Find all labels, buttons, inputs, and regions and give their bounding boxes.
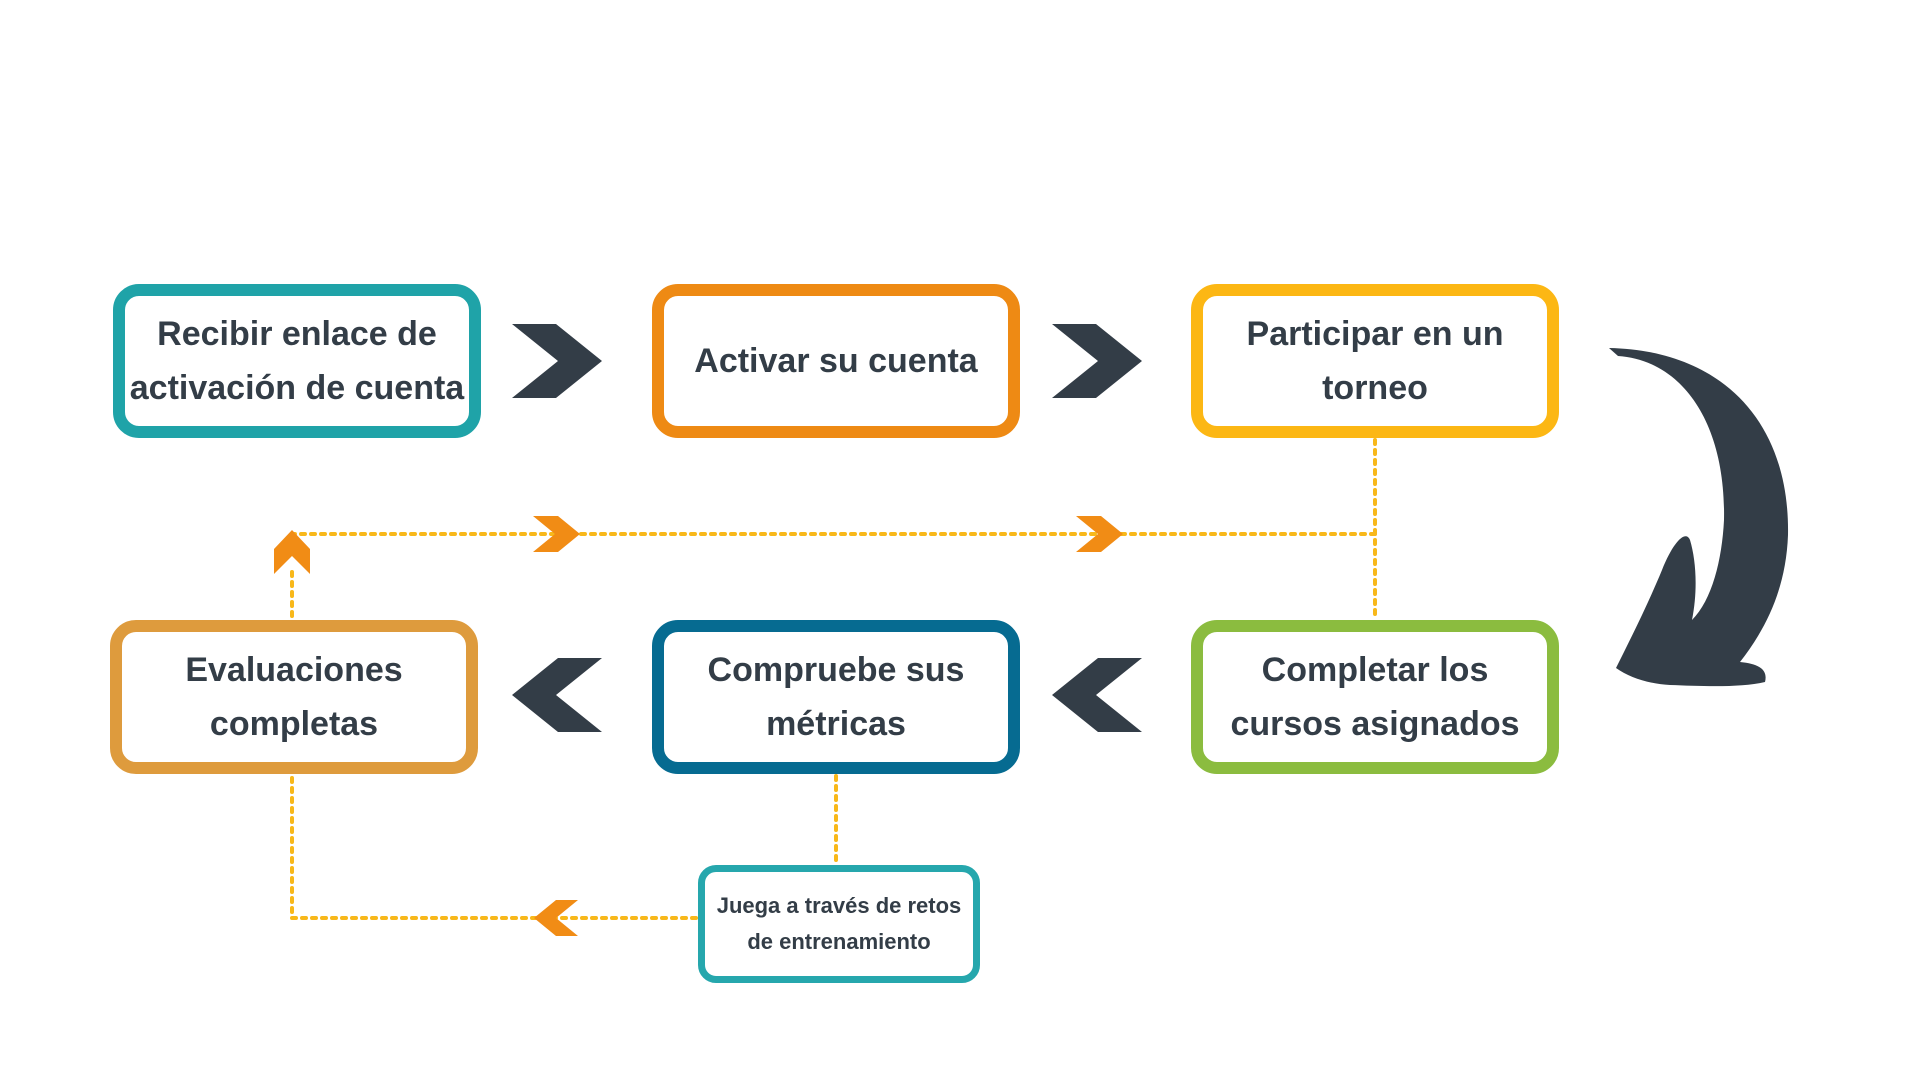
- step-label: Activar su cuenta: [694, 342, 978, 380]
- step-label: Compruebe sus métricas: [707, 651, 965, 743]
- step-box-join-tournament: Participar en un torneo: [1191, 284, 1559, 438]
- step-box-training-challenges: Juega a través de retos de entrenamiento: [698, 865, 980, 983]
- chevron-icon: [1052, 324, 1142, 398]
- small-chevron-icon: [533, 516, 580, 552]
- chevron-icon: [1052, 658, 1142, 732]
- small-chevron-icon: [534, 900, 578, 936]
- step-label: Recibir enlace de activación de cuenta: [129, 315, 465, 407]
- dotted-line-challenges-to-evaluations: [290, 774, 698, 920]
- step-box-activate-account: Activar su cuenta: [652, 284, 1020, 438]
- step-label: Juega a través de retos de entrenamiento: [716, 893, 962, 954]
- chevron-icon: [512, 324, 602, 398]
- small-chevron-icon: [274, 530, 310, 574]
- flow-chevrons: [512, 324, 1142, 732]
- small-chevron-icon: [1076, 516, 1123, 552]
- step-box-receive-link: Recibir enlace de activación de cuenta: [113, 284, 481, 438]
- step-box-check-metrics: Compruebe sus métricas: [652, 620, 1020, 774]
- small-arrows: [274, 516, 1123, 936]
- step-label: Completar los cursos asignados: [1230, 651, 1520, 743]
- step-label: Participar en un torneo: [1246, 315, 1504, 407]
- dotted-line-tournament-to-evaluations: [290, 532, 1377, 547]
- step-box-complete-courses: Completar los cursos asignados: [1191, 620, 1559, 774]
- step-label: Evaluaciones completas: [185, 651, 403, 743]
- curved-arrow-icon: [1609, 348, 1789, 687]
- chevron-icon: [512, 658, 602, 732]
- step-box-complete-evaluations: Evaluaciones completas: [110, 620, 478, 774]
